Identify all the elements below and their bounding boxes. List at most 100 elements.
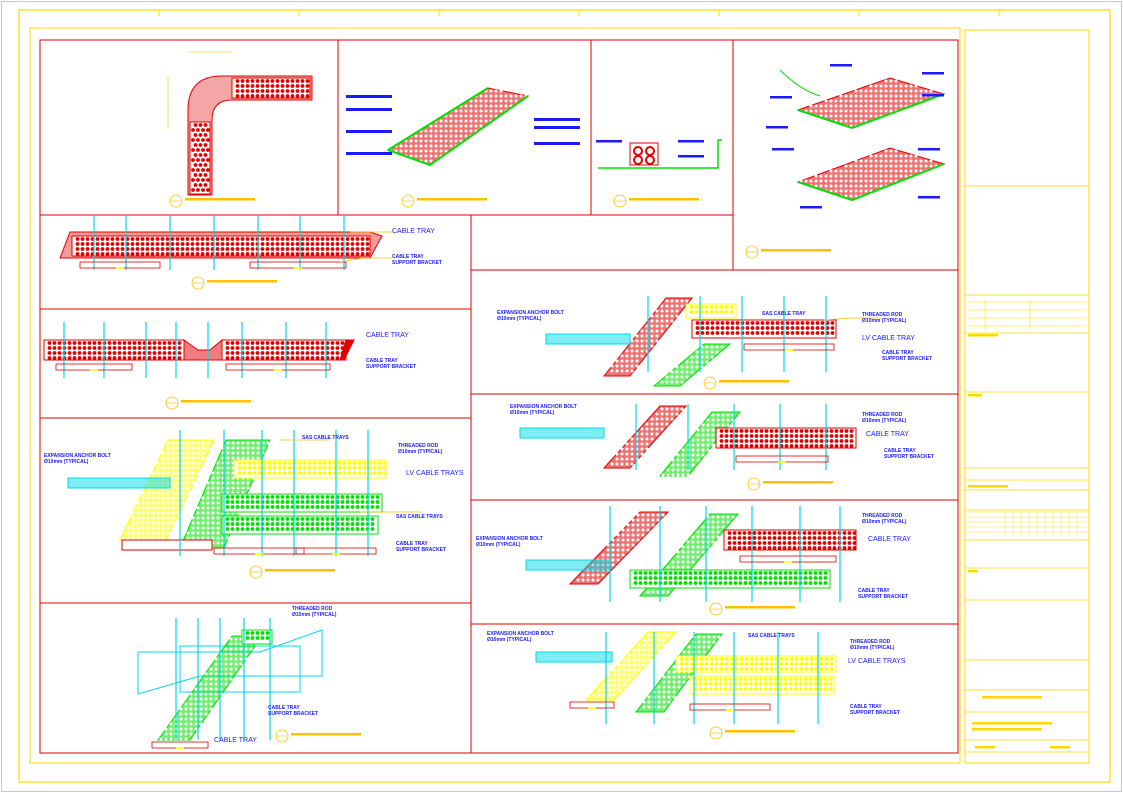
perforation: [693, 581, 698, 585]
perforation: [191, 476, 195, 480]
perforation: [655, 422, 659, 426]
label-line: THREADED ROD: [398, 443, 439, 449]
perforation: [724, 305, 729, 309]
perforation: [750, 321, 755, 325]
perforation: [874, 84, 878, 88]
perforation: [829, 179, 833, 183]
perforation: [727, 531, 732, 535]
perforation: [635, 364, 639, 368]
perforation: [360, 242, 365, 246]
perforation: [225, 517, 230, 521]
perforation: [317, 466, 322, 470]
perforation: [630, 462, 634, 466]
perforation: [852, 536, 857, 540]
perforation: [691, 453, 695, 457]
perforation: [245, 522, 250, 526]
perforation: [655, 412, 659, 416]
perforation: [607, 673, 611, 677]
perforation: [767, 541, 772, 545]
strap-bundle: [629, 142, 659, 166]
perforation: [57, 341, 62, 345]
perforation: [660, 319, 664, 323]
perforation: [859, 104, 863, 108]
perforation: [839, 104, 843, 108]
perforation: [176, 471, 180, 475]
perforation: [666, 473, 670, 477]
perforation: [747, 546, 752, 550]
perforation: [672, 695, 676, 699]
perforation: [250, 346, 255, 350]
perforation: [738, 581, 743, 585]
perforation: [750, 331, 755, 335]
perforation: [75, 252, 80, 256]
perforation: [320, 527, 325, 531]
detail-caption: [763, 481, 833, 484]
perforation: [255, 79, 260, 83]
perforation: [849, 164, 853, 168]
perforation: [648, 571, 653, 575]
perforation: [444, 129, 448, 133]
perforation: [666, 565, 670, 569]
perforation: [854, 174, 858, 178]
perforation: [249, 647, 253, 651]
perforation: [689, 667, 694, 671]
perforation: [429, 154, 433, 158]
perforation: [662, 690, 666, 694]
label-line: Ø10mm (TYPICAL): [292, 612, 337, 618]
perforation: [265, 505, 270, 509]
perforation: [640, 427, 644, 431]
perforation: [193, 173, 198, 177]
perforation: [889, 154, 893, 158]
perforation: [813, 581, 818, 585]
perforation: [621, 548, 625, 552]
perforation: [191, 536, 195, 540]
perforation: [752, 531, 757, 535]
perforation: [429, 149, 433, 153]
perforation: [275, 94, 280, 98]
perforation: [869, 84, 873, 88]
perforation: [315, 500, 320, 504]
perforation: [135, 247, 140, 251]
perforation: [802, 546, 807, 550]
label-line: THREADED ROD: [292, 606, 333, 612]
perforation: [181, 471, 185, 475]
perforation: [828, 677, 833, 681]
perforation: [854, 159, 858, 163]
perforation: [711, 433, 715, 437]
perforation: [661, 473, 665, 477]
perforation: [345, 500, 350, 504]
perforation: [732, 531, 737, 535]
perforation: [804, 657, 809, 661]
perforation: [250, 252, 255, 256]
perforation: [789, 429, 794, 433]
perforation: [889, 79, 893, 83]
perforation: [429, 159, 433, 163]
perforation: [808, 687, 813, 691]
cable-core: [647, 148, 653, 154]
perforation: [742, 531, 747, 535]
perforation: [842, 546, 847, 550]
perforation: [275, 247, 280, 251]
perforation: [157, 346, 162, 350]
perforation: [169, 727, 173, 731]
perforation: [813, 576, 818, 580]
perforation: [694, 662, 699, 666]
perforation: [723, 576, 728, 580]
perforation: [203, 123, 208, 127]
perforation: [763, 677, 768, 681]
perforation: [637, 658, 641, 662]
perforation: [729, 310, 734, 314]
perforation: [924, 164, 928, 168]
perforation: [784, 662, 789, 666]
perforation: [824, 184, 828, 188]
perforation: [494, 89, 498, 93]
perforation: [665, 412, 669, 416]
perforation: [464, 134, 468, 138]
perforation: [245, 500, 250, 504]
perforation: [651, 523, 655, 527]
perforation: [832, 531, 837, 535]
perforation: [849, 174, 853, 178]
perforation: [85, 237, 90, 241]
perforation: [849, 114, 853, 118]
perforation: [242, 471, 247, 475]
